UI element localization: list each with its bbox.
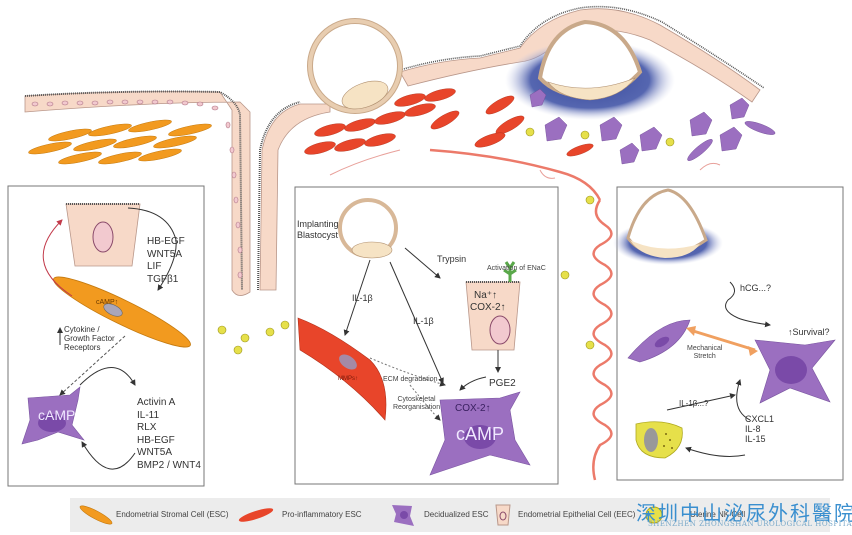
hospital-watermark: 深圳中山泌尿外科醫院 bbox=[636, 501, 852, 525]
stretch-label: Mechanical Stretch bbox=[687, 345, 723, 360]
signal-cxcl1: CXCL1 bbox=[745, 414, 775, 424]
left-signal-list: HB-EGF WNT5A LIF TGFβ1 bbox=[147, 236, 185, 286]
proinflammatory-cell-panel bbox=[297, 317, 387, 421]
proinflammatory-cell-icon bbox=[238, 508, 274, 522]
legend-item-stromal: Endometrial Stromal Cell (ESC) bbox=[116, 510, 229, 519]
blastocyst-top bbox=[307, 18, 403, 114]
right-panel-graphics bbox=[613, 188, 836, 459]
hospital-watermark-subtitle: SHENZHEN ZHONGSHAN UROLOGICAL HOSPITAL bbox=[648, 520, 852, 528]
epithelium-middle bbox=[259, 103, 331, 291]
nk-cell-icon bbox=[645, 506, 663, 524]
signal-hbegf-2: HB-EGF bbox=[137, 434, 175, 446]
signal-il8: IL-8 bbox=[745, 424, 761, 434]
signal-il11: IL-11 bbox=[137, 409, 160, 421]
stromal-camp-label: cAMP↑ bbox=[96, 299, 119, 306]
enac-channel-icon bbox=[503, 261, 517, 282]
signal-wnt5a: WNT5A bbox=[147, 248, 182, 260]
decidual-signal-list: Activin A IL-11 RLX HB-EGF WNT5A BMP2 / … bbox=[137, 397, 201, 472]
blastocyst-label: Implanting Blastocyst bbox=[297, 219, 339, 240]
il1b-right-label: IL-1β...? bbox=[679, 399, 709, 408]
legend: Endometrial Stromal Cell (ESC) Pro-infla… bbox=[70, 498, 830, 532]
legend-item-nk: Uterine NK Cell bbox=[690, 510, 746, 519]
signal-bmp2-wnt4: BMP2 / WNT4 bbox=[137, 459, 201, 471]
nk-cells-top bbox=[525, 127, 675, 147]
cox2-decidual-label: COX-2↑ bbox=[455, 403, 491, 414]
vessel-branches bbox=[329, 149, 721, 179]
decidualized-cells bbox=[529, 88, 776, 165]
trypsin-label: Trypsin bbox=[437, 254, 467, 264]
cox2-epithelial-label: COX-2↑ bbox=[470, 302, 506, 313]
legend-item-epithelial: Endometrial Epithelial Cell (EEC) bbox=[518, 510, 636, 519]
decidual-camp-middle: cAMP bbox=[456, 424, 505, 444]
signal-rlx: RLX bbox=[137, 422, 157, 433]
ecm-label: ECM degradation bbox=[383, 376, 438, 383]
signal-lif: LIF bbox=[147, 261, 162, 272]
pge2-label: PGE2 bbox=[489, 378, 516, 389]
legend-item-decidualized: Decidualized ESC bbox=[424, 510, 489, 519]
il1b-mid-label: IL-1β bbox=[413, 316, 434, 326]
stretch-arrow bbox=[689, 328, 756, 352]
legend-item-proinflammatory: Pro-inflammatory ESC bbox=[282, 510, 362, 519]
signal-tgfb1: TGFβ1 bbox=[147, 273, 179, 285]
il1b-left-label: IL-1β bbox=[352, 293, 373, 303]
signal-wnt5a-2: WNT5A bbox=[137, 447, 172, 458]
decidualized-cell-icon bbox=[392, 505, 414, 526]
epithelial-cell-icon bbox=[495, 504, 511, 526]
enac-label: Activation of ENaC bbox=[487, 265, 546, 272]
decidual-camp-left: cAMP bbox=[38, 407, 76, 423]
signal-activin-a: Activin A bbox=[137, 397, 176, 408]
middle-panel-graphics bbox=[297, 198, 531, 476]
left-panel-graphics bbox=[21, 203, 191, 470]
survival-label: ↑Survival? bbox=[788, 327, 830, 337]
uterine-tissue bbox=[24, 5, 776, 481]
blastocyst-implanted bbox=[537, 19, 643, 101]
mmp-label: MMPs↑ bbox=[338, 376, 358, 382]
stromal-cells bbox=[28, 119, 212, 165]
stromal-cell-icon bbox=[79, 505, 113, 525]
nk-cells-scattered bbox=[217, 195, 595, 355]
epithelial-nuclei-left bbox=[31, 99, 243, 279]
hcg-label: hCG...? bbox=[740, 283, 772, 293]
blood-vessels bbox=[429, 148, 613, 481]
signal-il15: IL-15 bbox=[745, 434, 766, 444]
proinflammatory-cells bbox=[304, 88, 594, 157]
receptor-label: Cytokine / Growth Factor Receptors bbox=[64, 325, 115, 352]
na-label: Na⁺↑ bbox=[474, 290, 498, 301]
signal-hbegf: HB-EGF bbox=[147, 236, 185, 247]
right-signal-list: CXCL1 IL-8 IL-15 bbox=[745, 414, 774, 444]
cyto-label: Cytoskeletal Reorganisation bbox=[393, 396, 441, 411]
